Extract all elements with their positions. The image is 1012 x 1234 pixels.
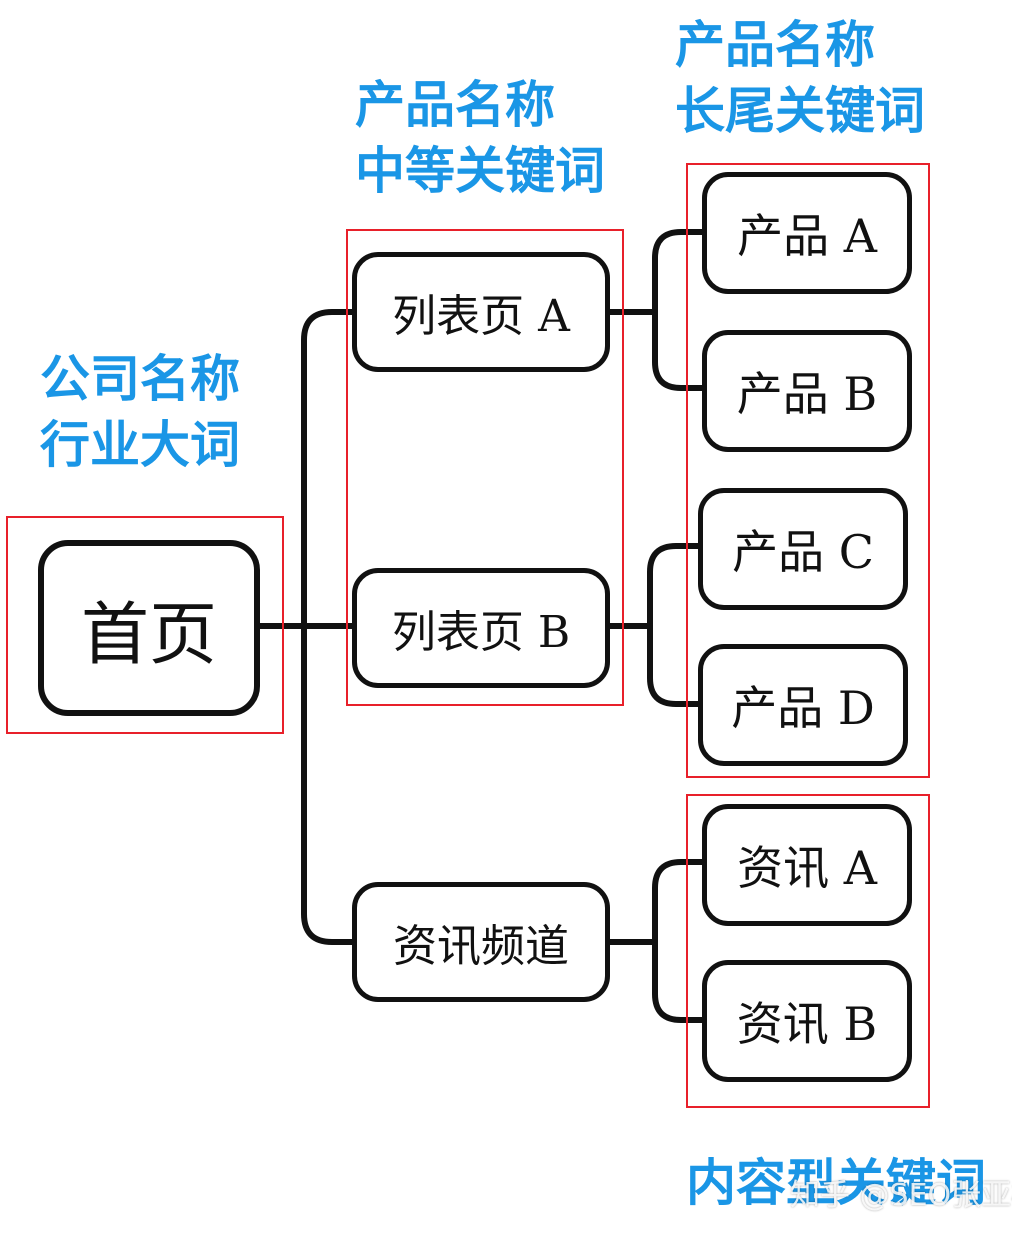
node-product-c: 产品 C [698,488,908,610]
watermark: 知乎 @SEO张亚楠 [790,1178,1012,1213]
frame-content-level [686,794,930,1108]
node-news-b: 资讯 B [702,960,912,1082]
frame-list-level [346,229,624,706]
label-product-line-1: 产品名称 [675,16,875,74]
label-list-line-1: 产品名称 [355,76,555,134]
node-news-channel: 资讯频道 [352,882,610,1002]
connector-list-b-to-product-d [647,623,703,707]
node-list-a: 列表页 A [352,252,610,372]
connector-list-a-to-product-b [652,309,707,391]
label-product-line-2: 长尾关键词 [675,82,925,140]
connector-news-to-news-a [652,859,707,945]
node-product-d: 产品 D [698,644,908,766]
connector-home-to-list-a [301,309,355,629]
label-home-line-2: 行业大词 [40,416,240,474]
label-list-level: 产品名称 中等关键词 [355,72,605,204]
node-product-b: 产品 B [702,330,912,452]
node-news-a: 资讯 A [702,804,912,926]
label-list-line-2: 中等关键词 [355,142,605,200]
frame-product-level [686,163,930,778]
label-content-line-1: 内容型关键词 [686,1154,986,1212]
node-home: 首页 [38,540,260,716]
label-home-level: 公司名称 行业大词 [40,346,240,478]
connector-list-a-to-product-a [652,229,707,315]
label-content-level: 内容型关键词 [686,1150,986,1216]
connector-news-to-news-b [652,939,707,1023]
label-home-line-1: 公司名称 [40,350,240,408]
label-product-level: 产品名称 长尾关键词 [675,12,925,144]
connector-list-b-to-product-c [647,543,703,629]
connector-home-to-news-channel [301,623,355,945]
frame-home-level [6,516,284,734]
node-product-a: 产品 A [702,172,912,294]
node-list-b: 列表页 B [352,568,610,688]
